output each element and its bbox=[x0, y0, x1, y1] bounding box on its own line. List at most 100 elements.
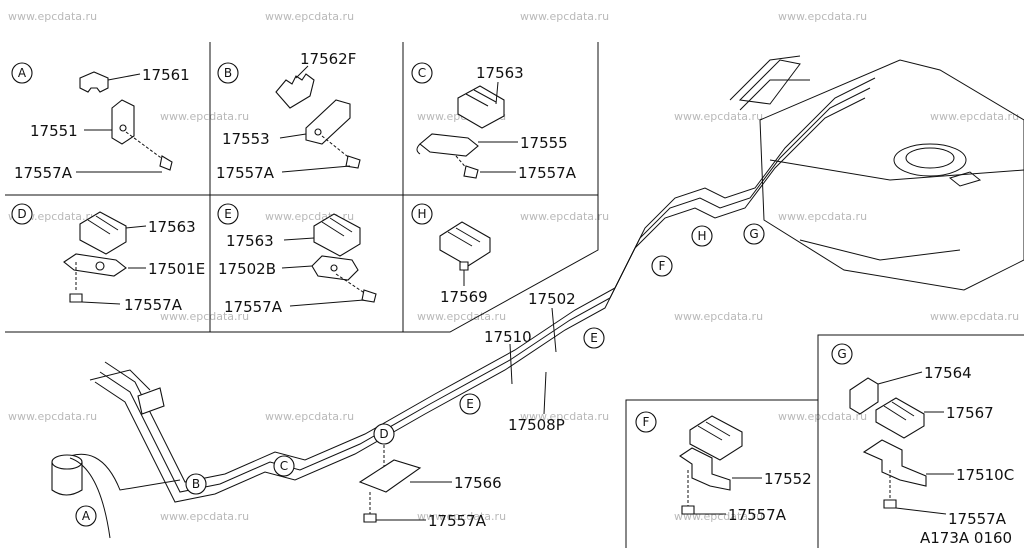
marker-circle bbox=[583, 327, 605, 349]
part-label: 17557A bbox=[216, 164, 275, 182]
marker-circle bbox=[373, 423, 395, 445]
watermark: www.epcdata.ru bbox=[417, 510, 506, 523]
watermark: www.epcdata.ru bbox=[520, 10, 609, 23]
bracket-17566-group: 17566 17557A bbox=[358, 440, 502, 530]
diagram-code: A173A 0160 bbox=[920, 529, 1012, 547]
marker-circle bbox=[459, 393, 481, 415]
bracket-17501e bbox=[63, 253, 127, 277]
inset-letter-circle bbox=[11, 62, 33, 84]
marker-letter: E bbox=[466, 397, 474, 411]
pipe-label: 17508P bbox=[508, 416, 565, 434]
part-label: 17557A bbox=[728, 506, 787, 524]
marker-letter: H bbox=[697, 229, 706, 243]
inset-frame bbox=[5, 42, 1024, 548]
inset-letter: H bbox=[417, 207, 426, 221]
part-label: 17557A bbox=[224, 298, 283, 316]
watermark: www.epcdata.ru bbox=[778, 10, 867, 23]
part-label: 17564 bbox=[924, 364, 972, 382]
inset-letter: G bbox=[837, 347, 846, 361]
clip-17562f bbox=[275, 73, 315, 109]
watermark: www.epcdata.ru bbox=[160, 510, 249, 523]
pipe-labels: 17502 17510 17508P bbox=[484, 290, 576, 434]
watermark: www.epcdata.ru bbox=[778, 410, 867, 423]
clip-icon bbox=[689, 415, 743, 461]
fuel-tank bbox=[738, 59, 1024, 291]
clip-17561 bbox=[79, 71, 109, 93]
pipe-label: 17502 bbox=[528, 290, 576, 308]
inset-letter: A bbox=[18, 66, 27, 80]
marker-letter: A bbox=[82, 509, 91, 523]
clip-17563 bbox=[457, 85, 505, 129]
watermark: www.epcdata.ru bbox=[520, 410, 609, 423]
inset-letter: F bbox=[643, 415, 650, 429]
bracket-17555 bbox=[419, 133, 479, 157]
part-label: 17561 bbox=[142, 66, 190, 84]
part-label: 17553 bbox=[222, 130, 270, 148]
bolt-icon bbox=[681, 505, 695, 515]
marker-circle bbox=[743, 223, 765, 245]
marker-circle bbox=[75, 505, 97, 527]
watermark: www.epcdata.ru bbox=[265, 10, 354, 23]
filter-icon bbox=[137, 387, 165, 415]
part-label: 17557A bbox=[948, 510, 1007, 528]
bracket-17510c bbox=[862, 439, 927, 487]
watermark: www.epcdata.ru bbox=[930, 110, 1019, 123]
part-label: 17569 bbox=[440, 288, 488, 306]
part-label: 17557A bbox=[124, 296, 183, 314]
part-label: 17552 bbox=[764, 470, 812, 488]
inset-d: D 17563 17501E 17557A bbox=[11, 203, 205, 314]
part-label: 17557A bbox=[518, 164, 577, 182]
marker-letter: D bbox=[379, 427, 388, 441]
bracket-17552 bbox=[679, 447, 731, 491]
watermark: www.epcdata.ru bbox=[674, 110, 763, 123]
watermark: www.epcdata.ru bbox=[674, 310, 763, 323]
inset-letter: B bbox=[224, 66, 232, 80]
bolt-icon bbox=[345, 155, 361, 169]
inset-b: B 17562F 17553 17557A bbox=[216, 50, 361, 182]
watermark: www.epcdata.ru bbox=[778, 210, 867, 223]
inset-c: C 17563 17555 17557A bbox=[411, 62, 577, 182]
marker-letter: E bbox=[590, 331, 598, 345]
inset-f: F 17552 17557A bbox=[635, 411, 812, 524]
inset-g: G 17564 17567 17510C 17557A bbox=[831, 343, 1014, 528]
part-label: 17510C bbox=[956, 466, 1014, 484]
part-label: 17551 bbox=[30, 122, 78, 140]
bolt-icon bbox=[159, 155, 173, 171]
part-label: 17502B bbox=[218, 260, 276, 278]
part-label: 17555 bbox=[520, 134, 568, 152]
inset-e: E 17563 17502B 17557A bbox=[217, 203, 377, 316]
clip-markers: A B C D E E F H G bbox=[75, 223, 765, 527]
clip-17567 bbox=[875, 397, 925, 439]
inset-letter: E bbox=[224, 207, 232, 221]
part-label: 17566 bbox=[454, 474, 502, 492]
marker-letter: G bbox=[749, 227, 758, 241]
watermark: www.epcdata.ru bbox=[520, 210, 609, 223]
bracket-17551 bbox=[111, 99, 135, 145]
part-label: 17557A bbox=[14, 164, 73, 182]
clip-17569 bbox=[439, 221, 491, 267]
inset-letter: D bbox=[17, 207, 26, 221]
part-label: 17567 bbox=[946, 404, 994, 422]
watermark: www.epcdata.ru bbox=[8, 410, 97, 423]
watermark: www.epcdata.ru bbox=[674, 510, 763, 523]
marker-circle bbox=[691, 225, 713, 247]
bolt-icon bbox=[463, 165, 479, 179]
watermark: www.epcdata.ru bbox=[8, 10, 97, 23]
marker-letter: C bbox=[280, 459, 288, 473]
canister bbox=[51, 454, 111, 539]
inset-letter: C bbox=[418, 66, 426, 80]
bolt-icon bbox=[361, 289, 377, 303]
watermark: www.epcdata.ru bbox=[265, 410, 354, 423]
marker-circle bbox=[651, 255, 673, 277]
pipe-label: 17510 bbox=[484, 328, 532, 346]
marker-letter: F bbox=[659, 259, 666, 273]
watermark: www.epcdata.ru bbox=[160, 310, 249, 323]
marker-circle bbox=[273, 455, 295, 477]
bolt-icon bbox=[883, 499, 897, 509]
watermark: www.epcdata.ru bbox=[417, 310, 506, 323]
part-label: 17501E bbox=[148, 260, 205, 278]
clip-17564 bbox=[849, 377, 879, 415]
watermark: www.epcdata.ru bbox=[160, 110, 249, 123]
part-label: 17562F bbox=[300, 50, 356, 68]
